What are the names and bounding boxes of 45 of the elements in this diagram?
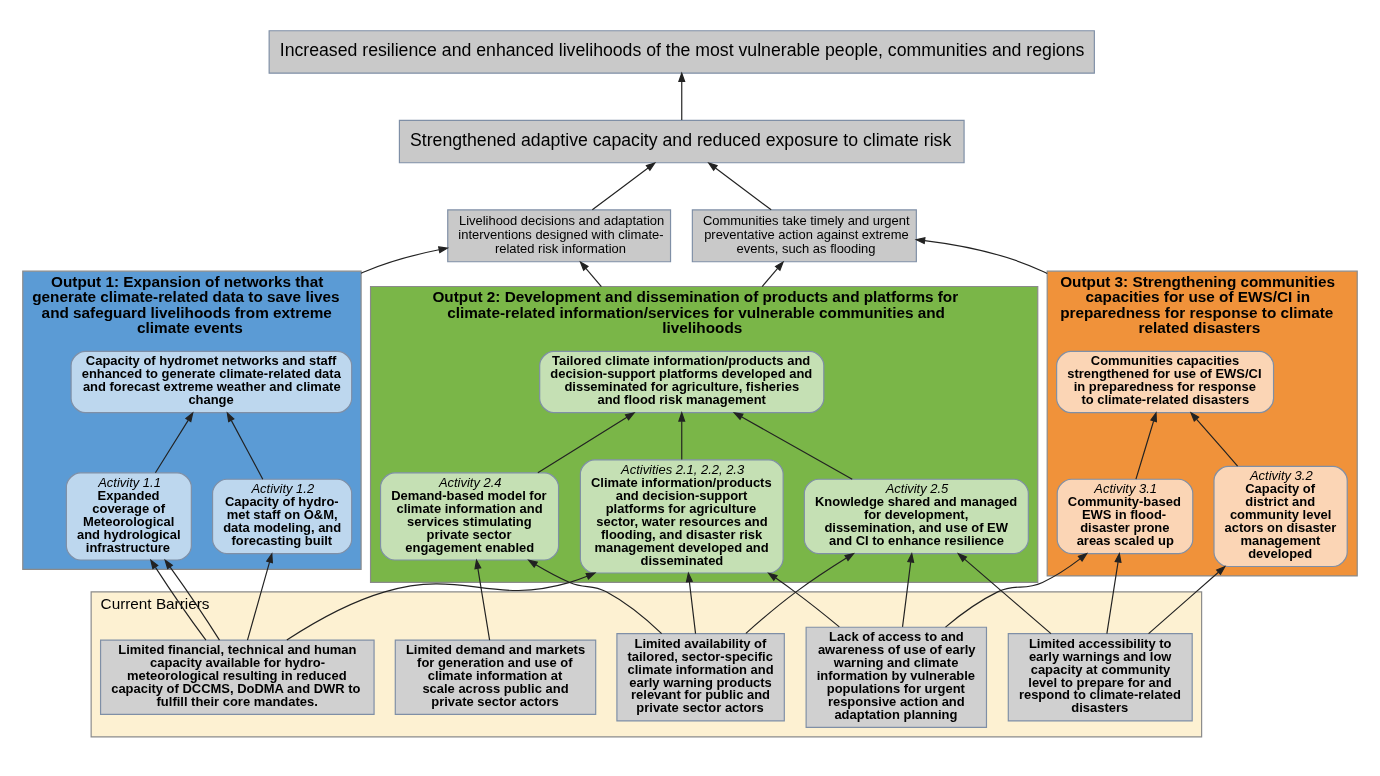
arrow: [678, 70, 686, 121]
node-box: Limited accessibility to early warnings and low capacity at community level to prepare for and respond to climate-related disasters: [1007, 632, 1193, 722]
arrow: [732, 411, 853, 480]
arrow: [1106, 551, 1122, 634]
node-box: Activity 1.1 Expanded coverage of Meteorological and hydrological infrastructure: [65, 471, 192, 561]
arrow: [579, 260, 602, 287]
arrow: [914, 236, 1048, 274]
arrow: [1148, 564, 1227, 634]
node-box: Increased resilience and enhanced livelihoods of the most vulnerable people, communities and regions: [268, 29, 1095, 74]
node-box: Activity 2.5 Knowledge shared and managed for development, dissemination, and use of EW and CI to enhance resilience: [803, 478, 1029, 554]
node-box: Activity 3.2 Capacity of district and community level actors on disaster management developed: [1213, 465, 1348, 567]
arrow: [745, 552, 856, 634]
node-box: Livelihood decisions and adaptation interventions designed with climate-related risk information: [447, 208, 672, 262]
node-box: Communities capacities strengthened for use of EWS/CI in preparedness for response to climate-related disasters: [1056, 350, 1275, 413]
arrow: [226, 410, 264, 480]
arrow: [678, 410, 686, 460]
arrow: [761, 260, 785, 287]
arrow: [154, 411, 194, 473]
arrow: [901, 551, 915, 627]
arrow: [537, 411, 636, 473]
arrow: [246, 551, 273, 641]
node-box: Capacity of hydromet networks and staff enhanced to generate climate-related data and forecast extreme weather and climate change: [70, 350, 353, 413]
node-box: Activity 1.2 Capacity of hydro-met staff on O&M, data modeling, and forecasting built: [211, 478, 353, 554]
arrow: [944, 551, 1089, 628]
arrow: [591, 161, 657, 210]
node-box: Activities 2.1, 2.2, 2.3 Climate information/products and decision-support platforms for agriculture sector, water resources and flooding, and disaster risk management developed and disseminated: [579, 458, 784, 574]
arrow: [474, 557, 491, 641]
arrow: [286, 571, 597, 641]
arrow: [1135, 410, 1158, 480]
node-box: Limited availability of tailored, sector-specific climate information and early warning products relevant for public and private sector actors: [616, 632, 785, 722]
node-box: Lack of access to and awareness of use of early warning and climate information by vulnerable populations for urgent responsive action and adaptation planning: [805, 626, 988, 728]
node-box: Activity 2.4 Demand-based model for climate information and services stimulating private sector engagement enabled: [379, 471, 560, 561]
node-box: Strengthened adaptive capacity and reduced exposure to climate risk: [398, 119, 965, 163]
node-box: Limited financial, technical and human capacity available for hydro-meteorological resulting in reduced capacity of DCCMS, DoDMA and DWR to fulfill their core mandates.: [99, 639, 375, 715]
node-box: Tailored climate information/products and decision-support platforms developed and disseminated for agriculture, fisheries and flood risk management: [539, 350, 825, 413]
arrow: [707, 161, 772, 210]
arrow: [956, 552, 1052, 634]
node-box: Communities take timely and urgent preventative action against extreme events, such as flooding: [691, 208, 917, 262]
arrow: [767, 571, 840, 627]
arrow: [1189, 411, 1239, 467]
node-box: Limited demand and markets for generation and use of climate information at scale across public and private sector actors: [394, 639, 597, 715]
arrow: [685, 571, 697, 634]
arrow: [360, 245, 450, 274]
node-box: Activity 3.1 Community-based EWS in flood-disaster prone areas scaled up: [1056, 478, 1194, 554]
arrow: [527, 558, 663, 634]
